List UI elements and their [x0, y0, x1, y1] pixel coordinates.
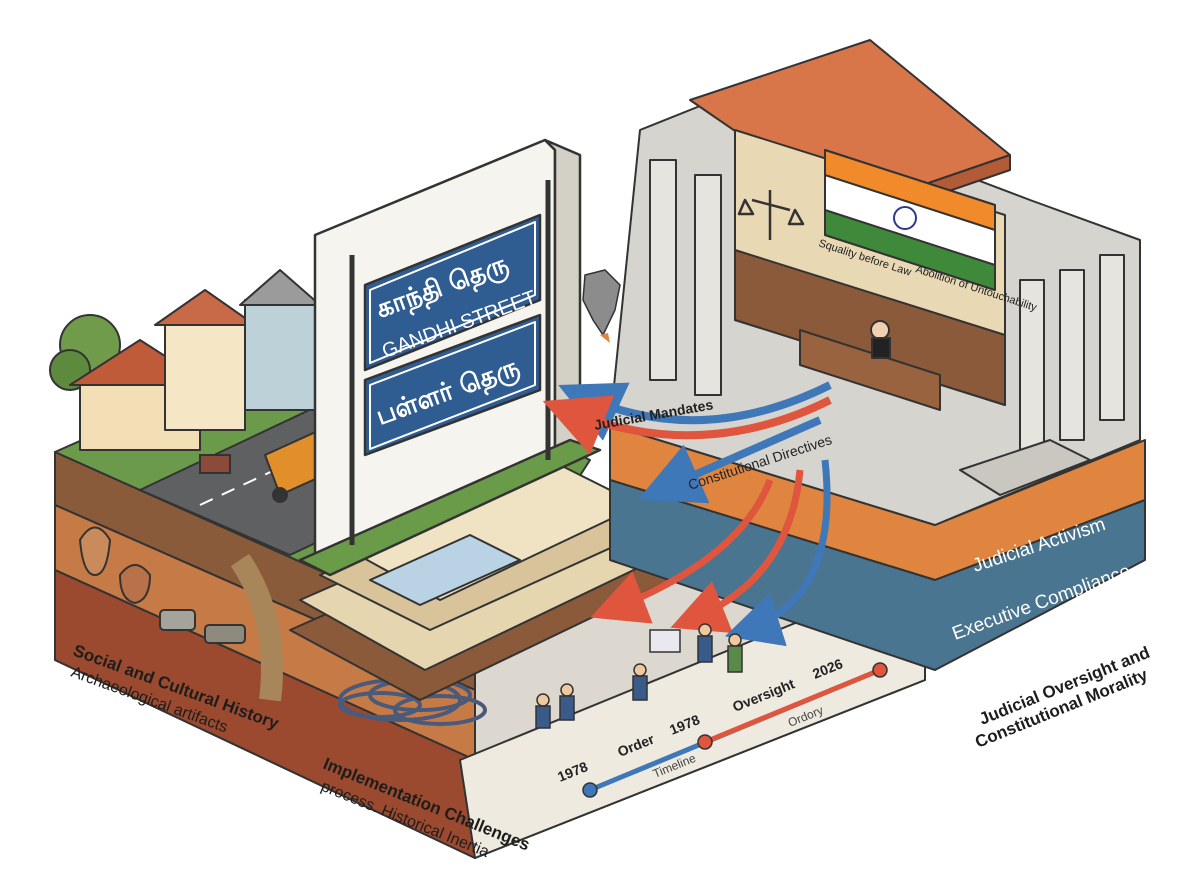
scales-of-justice-icon	[737, 190, 805, 240]
india-map-icon	[582, 269, 621, 337]
constitutional-directives-arrow	[638, 416, 822, 504]
street-sign-board	[298, 138, 602, 577]
artifacts	[78, 526, 283, 702]
downward-arrows	[590, 459, 831, 647]
houses	[49, 269, 321, 451]
people-figures	[535, 623, 743, 729]
documents-stack	[289, 454, 671, 701]
judicial-mandates-arrow	[542, 381, 832, 455]
timeline-axis	[582, 662, 888, 798]
courthouse	[609, 39, 1146, 671]
